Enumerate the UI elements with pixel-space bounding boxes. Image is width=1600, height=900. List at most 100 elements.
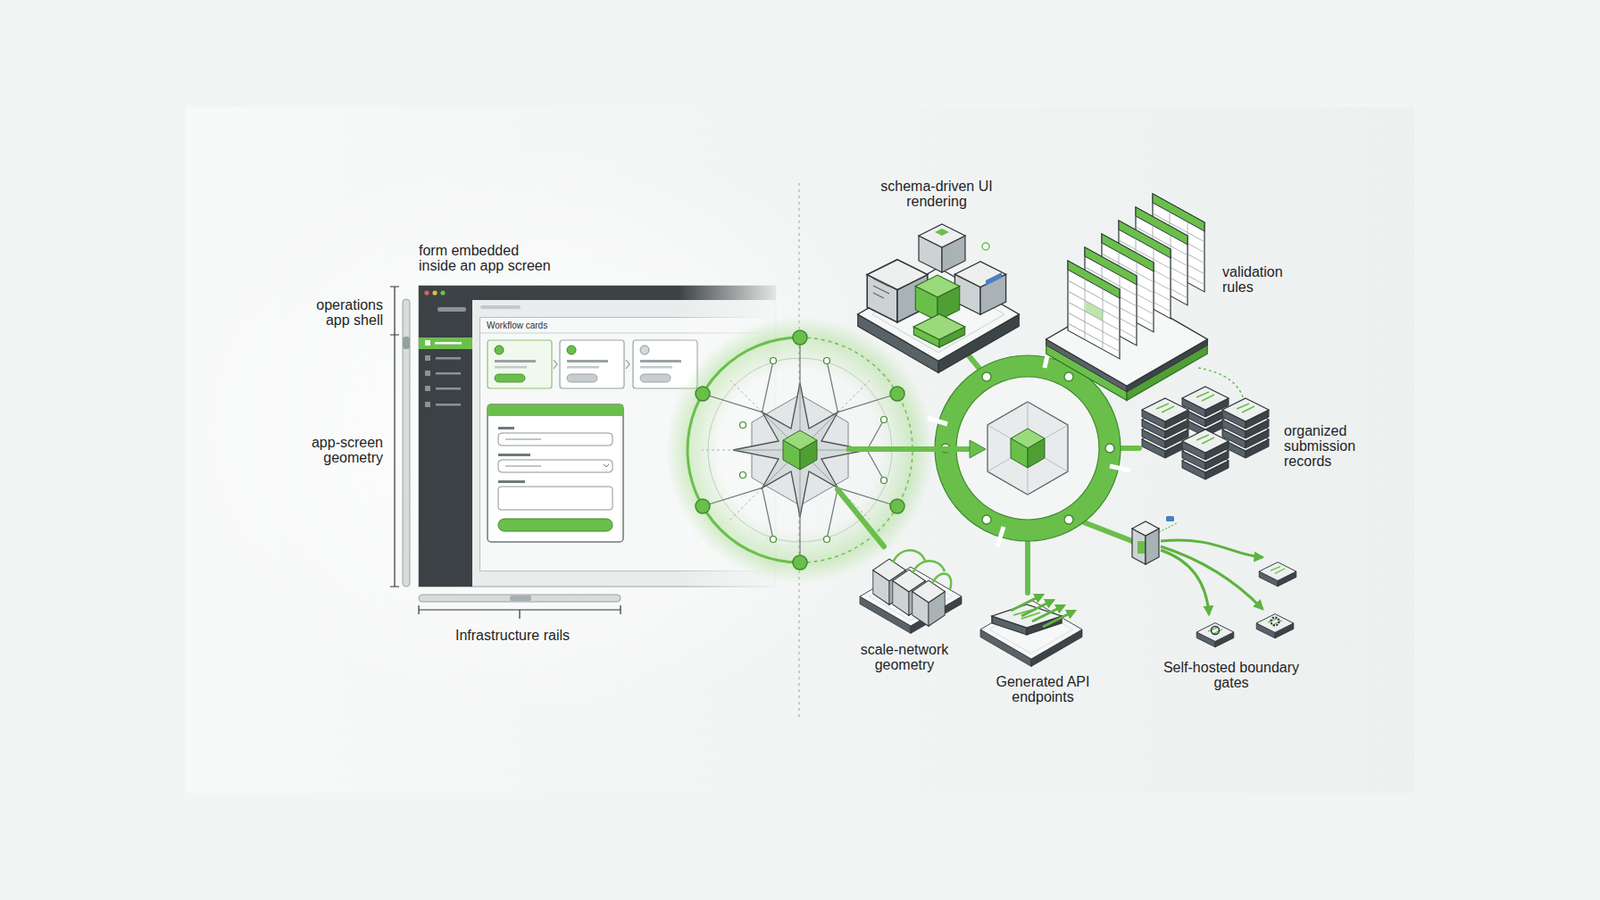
star-hub-part-part [792,555,808,570]
central-hub-part [987,401,1068,495]
central-hub-part-part [1064,372,1074,382]
callout-label: scale-network geometry [851,641,958,673]
workflow-card-part [494,345,504,355]
app-window-part-part [425,355,431,361]
app-window-part-part [425,401,431,408]
api-platform [980,594,1083,667]
app-window-part-part [435,372,461,375]
callout-label: Infrastructure rails [423,627,602,643]
star-hub-part-part [792,330,808,345]
scale-network-platform-part [892,550,951,590]
callout-label: validation rules [1222,264,1296,295]
workflow-card-part [566,345,576,355]
app-window-part [480,305,521,309]
app-window-part [418,337,473,350]
scale-network-platform-part-part [892,550,925,563]
boundary-gate-part [1166,516,1175,522]
star-hub-part [800,440,817,470]
validation-platform [1046,193,1245,404]
callout-label: Self-hosted boundary gates [1158,659,1304,691]
schema-platform-part [873,278,890,299]
left-brackets-part [418,605,621,619]
app-window-part [425,340,431,346]
api-platform-part [1010,594,1075,627]
central-hub-part [1010,438,1028,468]
workflow-card-part [566,366,600,369]
workflow-card [559,340,625,389]
star-hub-part-part [881,477,888,484]
workflow-card-part [494,359,536,363]
workflow-card [487,340,552,389]
embedded-form-part [505,438,542,441]
star-hub-part-part [881,416,888,424]
boundary-gate-part-part [1160,546,1263,609]
workflow-card-part [487,340,552,389]
app-window-part [434,341,462,345]
workflow-card-part [566,359,609,363]
workflow-card-part [566,374,598,383]
app-window-part [425,355,461,408]
workflow-card-part [640,345,650,355]
green-spokes-part [1120,445,1140,451]
star-hub-part-part [740,422,747,429]
star-hub-part-part [695,386,710,401]
boundary-gate-part [1271,617,1280,626]
boundary-gate-part-part [1160,550,1209,615]
boundary-gate-part-part [1160,540,1263,558]
embedded-form-part [498,480,525,484]
scale-network-platform-part-part [932,574,951,590]
app-window-part-part [425,385,431,392]
boundary-gate-part [1258,562,1297,587]
record-stacks [1141,386,1269,480]
workflow-card-part [494,374,525,383]
app-window-part [437,307,467,312]
app-window-part [440,290,445,295]
embedded-form-part [498,459,613,473]
star-hub-part-part [824,536,831,543]
central-hub-part [987,401,1068,495]
embedded-form-part [487,404,624,542]
workflow-card-part [559,340,625,389]
embedded-form-part [498,453,531,457]
embedded-form-part [498,433,613,446]
central-hub-part-part [1105,443,1115,453]
embedded-form-part [498,486,613,510]
boundary-gate [1132,516,1297,648]
background-part [178,133,929,724]
panel-title: Workflow cards [480,317,554,334]
central-hub-part-part [982,372,992,382]
schema-platform-part [985,272,1002,286]
record-stacks-part [1222,398,1269,429]
workflow-card-part [640,374,671,383]
central-hub-part [1027,438,1045,468]
app-window-part [418,300,473,587]
infrastructure-rail-part [509,595,532,601]
main-arrow-part [969,440,986,459]
left-brackets-part [390,286,400,587]
workflow-card-part [494,366,527,369]
schema-platform-part [954,261,1006,315]
star-hub-part [783,440,800,470]
green-spokes-part [837,489,884,547]
star-hub-part-part [770,536,777,543]
scale-network-platform-part-part [912,560,945,574]
boundary-gate-part [1160,540,1263,615]
star-hub-part-part [770,358,777,365]
embedded-form [487,404,624,542]
star-hub-part-part [890,499,905,514]
embedded-form-part [498,518,613,532]
main-arrow-part [846,446,972,452]
app-window-part-part [425,370,431,376]
app-window-part-part [435,403,461,407]
embedded-form-part [603,464,609,467]
main-arrow [846,440,986,459]
central-hub-part-part [1064,515,1074,525]
app-window-part [424,290,429,295]
boundary-gate-part [1132,521,1159,536]
callout-label: operations app shell [298,297,384,328]
boundary-gate-part [1137,541,1145,554]
